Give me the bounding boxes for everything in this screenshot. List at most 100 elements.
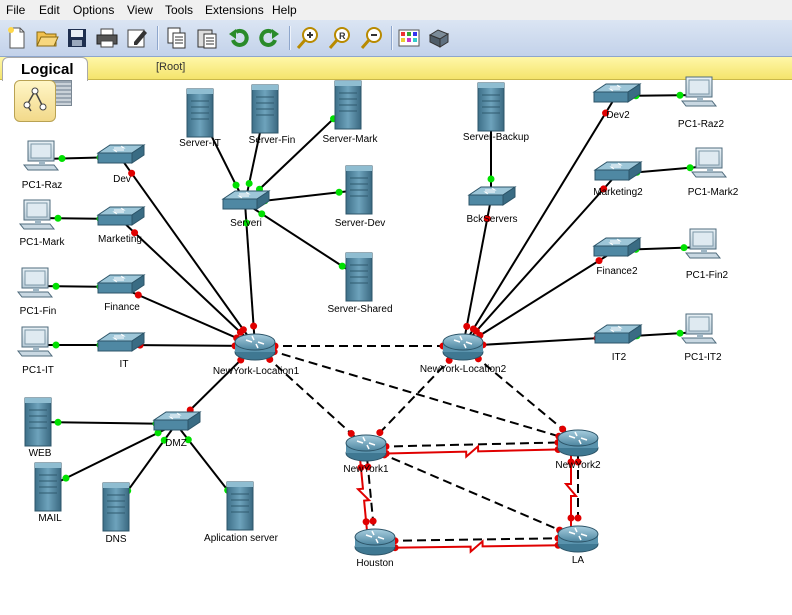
print-icon[interactable] [93, 24, 121, 52]
router-device[interactable] [234, 333, 276, 361]
server-device[interactable] [102, 482, 130, 532]
copy-icon[interactable] [162, 24, 190, 52]
device-label: Server-Dev [335, 218, 386, 229]
switch-device[interactable] [152, 411, 202, 431]
server-device[interactable] [226, 481, 254, 531]
device-label: Finance2 [596, 266, 638, 277]
pc-device[interactable] [680, 313, 718, 344]
switch-device[interactable] [593, 161, 643, 181]
pc-device[interactable] [680, 76, 718, 107]
switch-device[interactable] [593, 324, 643, 344]
toolbar-separator [391, 26, 393, 50]
redo-icon[interactable] [255, 24, 283, 52]
serial-link[interactable] [366, 444, 579, 459]
router-device[interactable] [442, 333, 484, 361]
crossover-link[interactable] [462, 345, 579, 443]
menu-extensions[interactable]: Extensions [205, 3, 264, 17]
palette-icon[interactable] [395, 24, 423, 52]
server-device[interactable] [345, 165, 373, 215]
port-indicator [184, 436, 192, 444]
server-device[interactable] [34, 462, 62, 512]
menu-help[interactable]: Help [272, 3, 297, 17]
serial-link[interactable] [355, 447, 372, 542]
custom-device-icon[interactable] [425, 24, 453, 52]
router-icon [557, 525, 599, 553]
server-device[interactable] [251, 84, 279, 134]
ethernet-link[interactable] [462, 173, 618, 347]
switch-device[interactable] [96, 144, 146, 164]
ethernet-link[interactable] [47, 423, 177, 488]
pc-device[interactable] [16, 326, 54, 357]
device-label: Server-Mark [322, 134, 378, 145]
crossover-link[interactable] [365, 441, 579, 448]
pc-device[interactable] [22, 140, 60, 171]
server-device[interactable] [186, 88, 214, 138]
device-label: Dev [113, 174, 131, 185]
port-indicator [154, 429, 162, 437]
switch-device[interactable] [96, 206, 146, 226]
ethernet-link[interactable] [244, 104, 349, 204]
menu-options[interactable]: Options [73, 3, 115, 17]
device-label: BckServers [466, 214, 517, 225]
edit-icon[interactable] [123, 24, 151, 52]
ethernet-link[interactable] [462, 95, 617, 347]
server-device[interactable] [24, 397, 52, 447]
server-icon [345, 252, 373, 302]
ethernet-link[interactable] [462, 198, 492, 347]
port-indicator [676, 91, 684, 99]
port-indicator [52, 282, 60, 290]
pc-device[interactable] [16, 267, 54, 298]
switch-device[interactable] [467, 186, 517, 206]
ethernet-link[interactable] [119, 218, 256, 347]
crossover-link[interactable] [365, 446, 376, 542]
router-device[interactable] [557, 429, 599, 457]
switch-device[interactable] [592, 83, 642, 103]
serial-link[interactable] [563, 442, 579, 538]
new-file-icon[interactable] [3, 24, 31, 52]
server-icon [334, 80, 362, 130]
device-label: NewYork-Location1 [213, 366, 300, 377]
router-device[interactable] [354, 528, 396, 556]
zoom-out-icon[interactable] [358, 24, 386, 52]
device-label: Dev2 [606, 110, 630, 121]
pc-device[interactable] [684, 228, 722, 259]
ethernet-link[interactable] [244, 202, 256, 347]
switch-device[interactable] [592, 237, 642, 257]
paste-icon[interactable] [193, 24, 221, 52]
crossover-link[interactable] [254, 345, 579, 443]
switch-device[interactable] [96, 332, 146, 352]
ethernet-link[interactable] [119, 286, 256, 347]
serial-link[interactable] [375, 539, 579, 554]
open-folder-icon[interactable] [33, 24, 61, 52]
menu-edit[interactable]: Edit [39, 3, 60, 17]
pc-device[interactable] [690, 147, 728, 178]
zoom-reset-icon[interactable]: R [326, 24, 354, 52]
undo-icon[interactable] [225, 24, 253, 52]
menu-view[interactable]: View [127, 3, 153, 17]
crossover-link[interactable] [365, 446, 579, 539]
pc-device[interactable] [18, 199, 56, 230]
menu-file[interactable]: File [6, 3, 26, 17]
ethernet-link[interactable] [462, 336, 618, 347]
switch-icon [152, 411, 202, 431]
crossover-link[interactable] [374, 537, 579, 542]
server-device[interactable] [334, 80, 362, 130]
switch-icon [467, 186, 517, 206]
zoom-in-icon[interactable] [294, 24, 322, 52]
ethernet-link[interactable] [119, 156, 256, 347]
tab-logical[interactable]: Logical [2, 57, 88, 81]
router-device[interactable] [345, 434, 387, 462]
menu-tools[interactable]: Tools [165, 3, 194, 17]
switch-device[interactable] [221, 190, 271, 210]
ethernet-link[interactable] [462, 249, 617, 347]
switch-icon [593, 161, 643, 181]
crossover-link[interactable] [254, 345, 367, 448]
save-icon[interactable] [63, 24, 91, 52]
server-device[interactable] [477, 82, 505, 132]
router-device[interactable] [557, 525, 599, 553]
switch-device[interactable] [96, 274, 146, 294]
port-indicator [600, 185, 608, 193]
server-device[interactable] [345, 252, 373, 302]
navigation-icon[interactable] [14, 80, 56, 122]
